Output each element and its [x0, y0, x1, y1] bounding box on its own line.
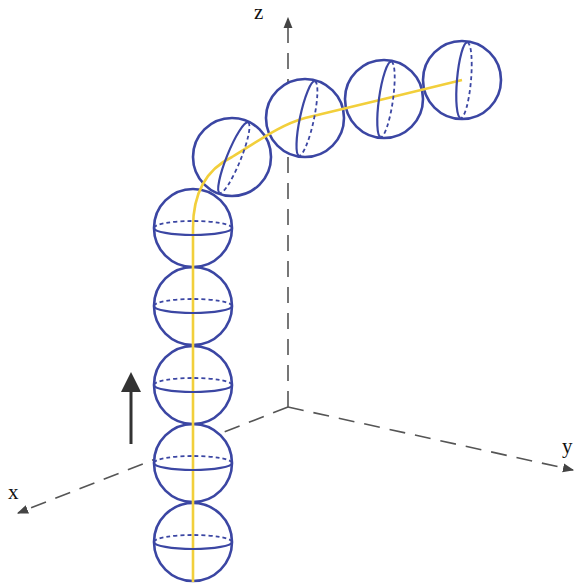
sphere-meridian — [292, 80, 321, 157]
sphere-equator — [154, 299, 232, 313]
backbone-line — [193, 80, 462, 582]
x-axis — [18, 407, 288, 513]
label-holder: y — [562, 436, 573, 457]
axis-label: x — [8, 482, 19, 503]
sphere-meridian — [213, 120, 254, 196]
sphere-equator — [154, 221, 232, 235]
sphere-meridian — [454, 42, 475, 119]
sphere-equator — [154, 456, 232, 470]
label-holder: x — [8, 482, 19, 503]
label-holder: z — [254, 2, 263, 23]
axis-label: y — [562, 436, 573, 457]
sphere-equator — [154, 535, 232, 549]
axis-label: z — [254, 2, 263, 23]
y-axis — [288, 407, 573, 470]
motion-arrow-shaft — [130, 390, 133, 444]
sphere-equator — [154, 378, 232, 392]
sphere-meridian — [374, 61, 398, 138]
motion-arrow-head — [121, 372, 141, 392]
z-axis — [287, 18, 289, 407]
